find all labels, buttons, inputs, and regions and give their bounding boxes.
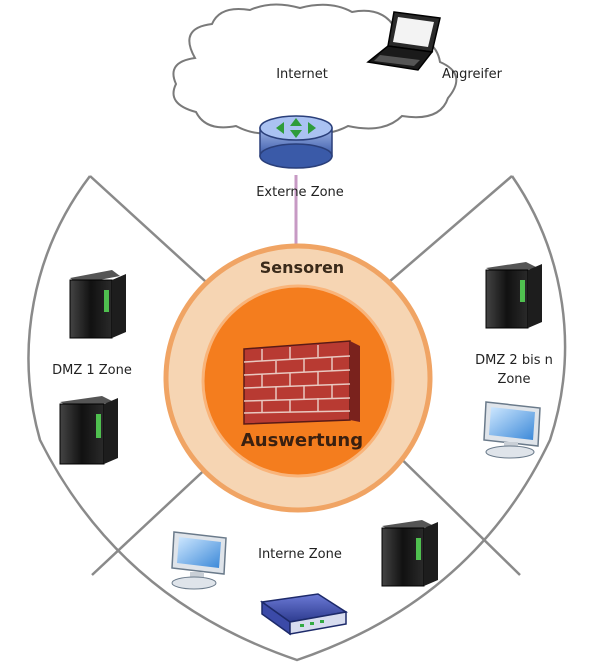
dmz2-zone-label-line2: Zone [497, 372, 530, 387]
dmz1-zone-label: DMZ 1 Zone [52, 363, 132, 378]
laptop-icon [366, 11, 441, 71]
modem-icon [260, 593, 349, 636]
server-icon-dmz1-bottom [59, 396, 118, 465]
dmz2-zone-label-line1: DMZ 2 bis n [475, 353, 553, 368]
divider-bottom-right [381, 439, 521, 576]
router-icon [259, 115, 333, 169]
server-icon-internal [381, 520, 438, 587]
internet-label: Internet [276, 67, 328, 82]
monitor-icon-dmz2 [483, 401, 541, 459]
firewall-icon [243, 340, 360, 425]
server-icon-dmz2 [485, 262, 542, 329]
monitor-icon-internal [171, 531, 227, 590]
evaluation-label: Auswertung [241, 430, 363, 451]
cloud-icon [172, 3, 458, 135]
external-zone-label: Externe Zone [256, 185, 344, 200]
divider-top-right [367, 175, 513, 301]
attacker-label: Angreifer [442, 67, 503, 82]
internal-zone-label: Interne Zone [258, 547, 342, 562]
sensors-label: Sensoren [260, 258, 344, 277]
server-icon-dmz1-top [69, 270, 126, 339]
